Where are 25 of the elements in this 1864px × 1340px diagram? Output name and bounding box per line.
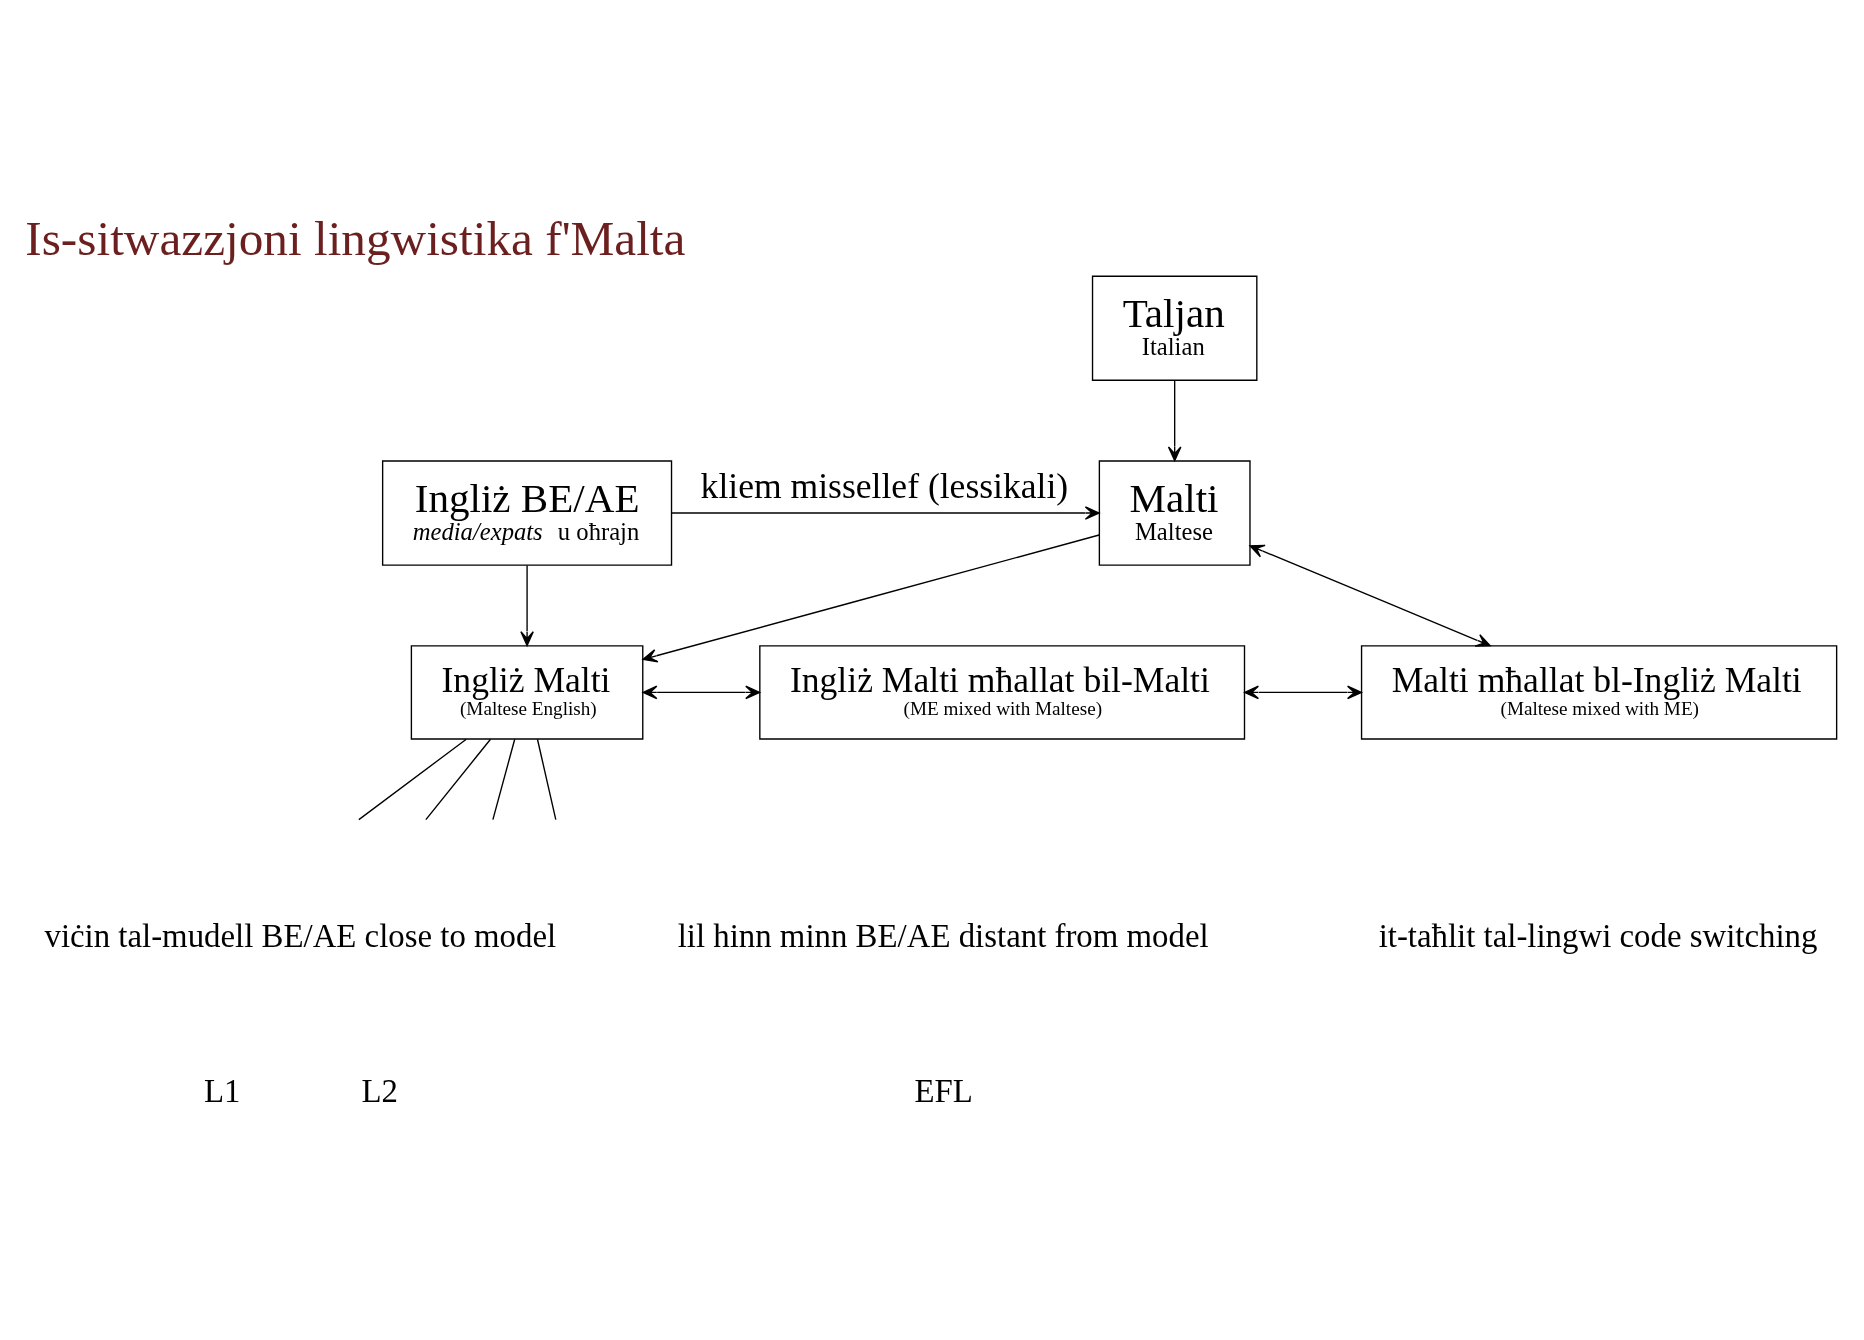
label: viċin tal-mudell BE/AE close to model (44, 917, 557, 954)
label: it-taħlit tal-lingwi code switching (1378, 917, 1818, 954)
arrow (642, 685, 761, 699)
arrow (1249, 544, 1491, 647)
node-box: Ingliż Malti mħallat bil-Malti (ME mixed with Maltese) (759, 644, 1246, 740)
arrow (520, 564, 534, 646)
label: L1 (203, 1072, 241, 1109)
arrow (670, 505, 1100, 520)
connector (492, 738, 516, 820)
node-box: Ingliż Malti (Maltese English) (410, 644, 644, 740)
node-box: Malti Maltese (1098, 459, 1251, 566)
arrow (642, 533, 1100, 662)
node-box: Ingliż BE/AE media/expats u oħrajn (381, 459, 673, 566)
diagram-title: Is-sitwazzjoni lingwistika f'Malta (25, 210, 686, 266)
edge-label: kliem missellef (lessikali) (700, 465, 1069, 506)
node-box: Taljan Italian (1091, 275, 1258, 381)
arrow (1167, 379, 1182, 461)
connector (536, 738, 557, 820)
node-box: Malti mħallat bl-Ingliż Malti (Maltese mixed with ME) (1360, 644, 1838, 740)
label: EFL (914, 1072, 973, 1109)
connector (358, 738, 467, 820)
label: L2 (361, 1072, 398, 1109)
connector (425, 738, 492, 820)
arrow (1244, 685, 1362, 699)
label: lil hinn minn BE/AE distant from model (677, 917, 1209, 954)
